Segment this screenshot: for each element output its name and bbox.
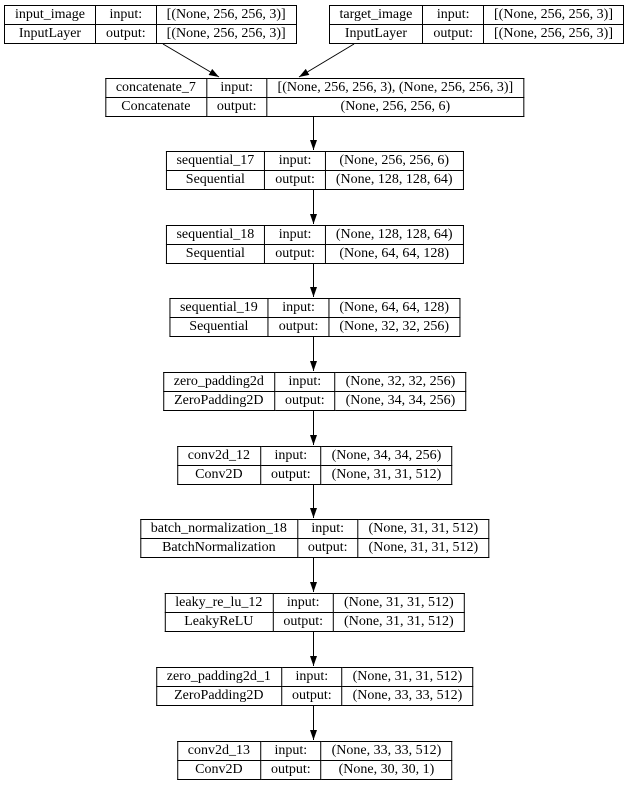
layer-name: conv2d_13 [176, 741, 261, 761]
layer-name: conv2d_12 [176, 446, 261, 466]
output-shape: (None, 256, 256, 6) [266, 97, 525, 117]
input-shape: (None, 32, 32, 256) [334, 372, 467, 392]
input-label: input: [273, 372, 336, 392]
layer-type: BatchNormalization [139, 538, 298, 558]
output-label: output: [259, 465, 322, 485]
input-shape: [(None, 256, 256, 3)] [155, 5, 297, 25]
output-label: output: [264, 170, 326, 190]
edge-arrow [162, 43, 220, 78]
output-shape: (None, 64, 64, 128) [324, 244, 464, 264]
output-shape: (None, 128, 128, 64) [324, 170, 464, 190]
layer-node: zero_padding2d input: (None, 32, 32, 256… [162, 372, 467, 411]
input-label: input: [95, 5, 157, 25]
layer-node: sequential_19 input: (None, 64, 64, 128)… [168, 298, 461, 337]
input-shape: (None, 128, 128, 64) [324, 225, 464, 245]
output-label: output: [95, 24, 157, 44]
input-shape: (None, 31, 31, 512) [341, 667, 474, 687]
layer-node: batch_normalization_18 input: (None, 31,… [139, 519, 490, 558]
layer-type: LeakyReLU [164, 612, 274, 632]
layer-type: Conv2D [176, 760, 261, 780]
layer-type: Conv2D [176, 465, 261, 485]
layer-type: ZeroPadding2D [155, 686, 282, 706]
layer-type: InputLayer [4, 24, 96, 44]
input-shape: (None, 64, 64, 128) [328, 298, 461, 318]
input-label: input: [422, 5, 485, 25]
layer-name: concatenate_7 [104, 78, 207, 98]
layer-type: Sequential [165, 170, 266, 190]
layer-name: target_image [328, 5, 424, 25]
layer-name: batch_normalization_18 [139, 519, 298, 539]
layer-name: zero_padding2d [162, 372, 275, 392]
layer-name: sequential_18 [165, 225, 266, 245]
output-label: output: [264, 244, 326, 264]
output-shape: (None, 31, 31, 512) [320, 465, 453, 485]
input-shape: [(None, 256, 256, 3), (None, 256, 256, 3… [266, 78, 525, 98]
input-label: input: [259, 741, 322, 761]
input-label: input: [272, 593, 335, 613]
output-shape: (None, 31, 31, 512) [357, 538, 490, 558]
input-shape: [(None, 256, 256, 3)] [483, 5, 624, 25]
input-label: input: [280, 667, 343, 687]
layer-node: conv2d_12 input: (None, 34, 34, 256) Con… [176, 446, 453, 485]
output-label: output: [267, 317, 330, 337]
output-shape: (None, 32, 32, 256) [328, 317, 461, 337]
layer-node: sequential_18 input: (None, 128, 128, 64… [165, 225, 464, 264]
output-label: output: [422, 24, 485, 44]
layer-node: concatenate_7 input: [(None, 256, 256, 3… [104, 78, 525, 117]
layer-type: Sequential [165, 244, 266, 264]
layer-name: zero_padding2d_1 [155, 667, 282, 687]
output-label: output: [205, 97, 268, 117]
input-label: input: [296, 519, 359, 539]
layer-node: leaky_re_lu_12 input: (None, 31, 31, 512… [164, 593, 465, 632]
input-label: input: [205, 78, 268, 98]
output-shape: (None, 33, 33, 512) [341, 686, 474, 706]
output-shape: [(None, 256, 256, 3)] [483, 24, 624, 44]
output-shape: (None, 31, 31, 512) [333, 612, 465, 632]
layer-type: InputLayer [328, 24, 424, 44]
input-shape: (None, 33, 33, 512) [320, 741, 453, 761]
layer-node: sequential_17 input: (None, 256, 256, 6)… [165, 151, 464, 190]
input-label: input: [259, 446, 322, 466]
layer-name: sequential_19 [168, 298, 269, 318]
output-shape: (None, 34, 34, 256) [334, 391, 467, 411]
input-shape: (None, 34, 34, 256) [320, 446, 453, 466]
layer-node: zero_padding2d_1 input: (None, 31, 31, 5… [155, 667, 474, 706]
output-label: output: [296, 538, 359, 558]
layer-name: input_image [4, 5, 96, 25]
layer-type: Sequential [168, 317, 269, 337]
input-label: input: [264, 151, 326, 171]
input-label: input: [264, 225, 326, 245]
input-label: input: [267, 298, 330, 318]
output-label: output: [280, 686, 343, 706]
layer-type: Concatenate [104, 97, 207, 117]
input-shape: (None, 31, 31, 512) [357, 519, 490, 539]
layer-type: ZeroPadding2D [162, 391, 275, 411]
edge-arrow [298, 43, 355, 78]
output-shape: (None, 30, 30, 1) [320, 760, 453, 780]
layer-name: leaky_re_lu_12 [164, 593, 274, 613]
output-label: output: [259, 760, 322, 780]
layer-node: target_image input: [(None, 256, 256, 3)… [328, 5, 624, 44]
input-shape: (None, 256, 256, 6) [324, 151, 464, 171]
layer-name: sequential_17 [165, 151, 266, 171]
layer-node: conv2d_13 input: (None, 33, 33, 512) Con… [176, 741, 453, 780]
layer-node: input_image input: [(None, 256, 256, 3)]… [4, 5, 297, 44]
output-label: output: [273, 391, 336, 411]
output-label: output: [272, 612, 335, 632]
output-shape: [(None, 256, 256, 3)] [155, 24, 297, 44]
input-shape: (None, 31, 31, 512) [333, 593, 465, 613]
